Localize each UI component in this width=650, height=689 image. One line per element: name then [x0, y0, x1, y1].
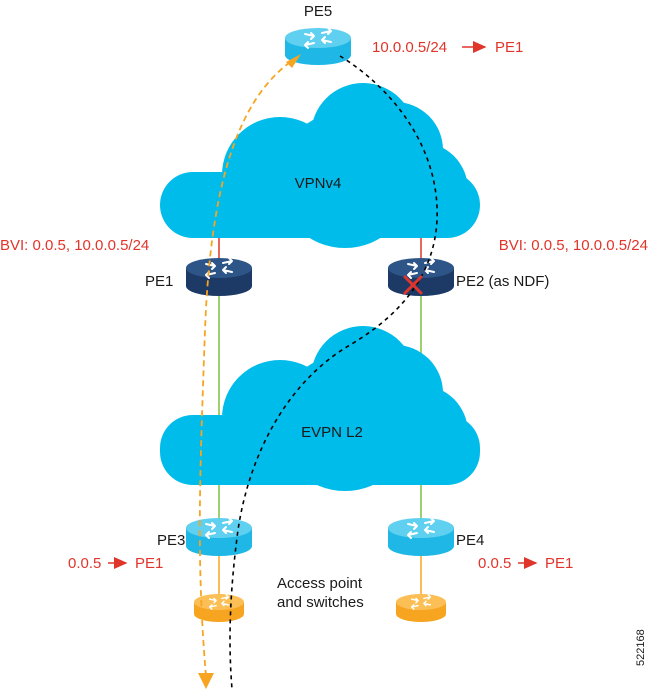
pe5-router[interactable]	[285, 27, 351, 65]
pe3-mac-target: PE1	[135, 555, 163, 572]
pe5-route-target: PE1	[495, 39, 523, 56]
red-x-icon	[403, 275, 423, 295]
pe1-label: PE1	[145, 273, 173, 290]
black-path	[229, 55, 438, 689]
access-label-line2: and switches	[277, 594, 364, 611]
pe2-router[interactable]	[388, 257, 454, 296]
figure-id: 522168	[635, 629, 647, 666]
pe1-router[interactable]	[186, 257, 252, 296]
pe4-mac-target: PE1	[545, 555, 573, 572]
pe3-router[interactable]	[186, 517, 252, 556]
orange-path-arrowhead-bottom	[198, 673, 214, 689]
vpnv4-cloud	[160, 83, 480, 248]
access-label-line1: Access point	[277, 575, 363, 592]
evpn-cloud	[160, 326, 480, 491]
pe5-route-prefix: 10.0.0.5/24	[372, 39, 447, 56]
pe2-label: PE2 (as NDF)	[456, 273, 549, 290]
pe4-label: PE4	[456, 532, 484, 549]
orange-path	[198, 57, 297, 677]
access-switch-left[interactable]	[194, 594, 244, 622]
pe3-mac-prefix: 0.0.5	[68, 555, 101, 572]
pe5-label: PE5	[304, 3, 332, 20]
bvi-left-label: BVI: 0.0.5, 10.0.0.5/24	[0, 237, 149, 254]
vpnv4-label: VPNv4	[295, 175, 342, 192]
evpn-label: EVPN L2	[301, 424, 363, 441]
orange-path-arrowhead-top	[286, 54, 301, 68]
pe4-router[interactable]	[388, 517, 454, 556]
pe3-label: PE3	[157, 532, 185, 549]
access-switch-right[interactable]	[396, 594, 446, 622]
pe4-mac-prefix: 0.0.5	[478, 555, 511, 572]
bvi-right-label: BVI: 0.0.5, 10.0.0.5/24	[499, 237, 648, 254]
